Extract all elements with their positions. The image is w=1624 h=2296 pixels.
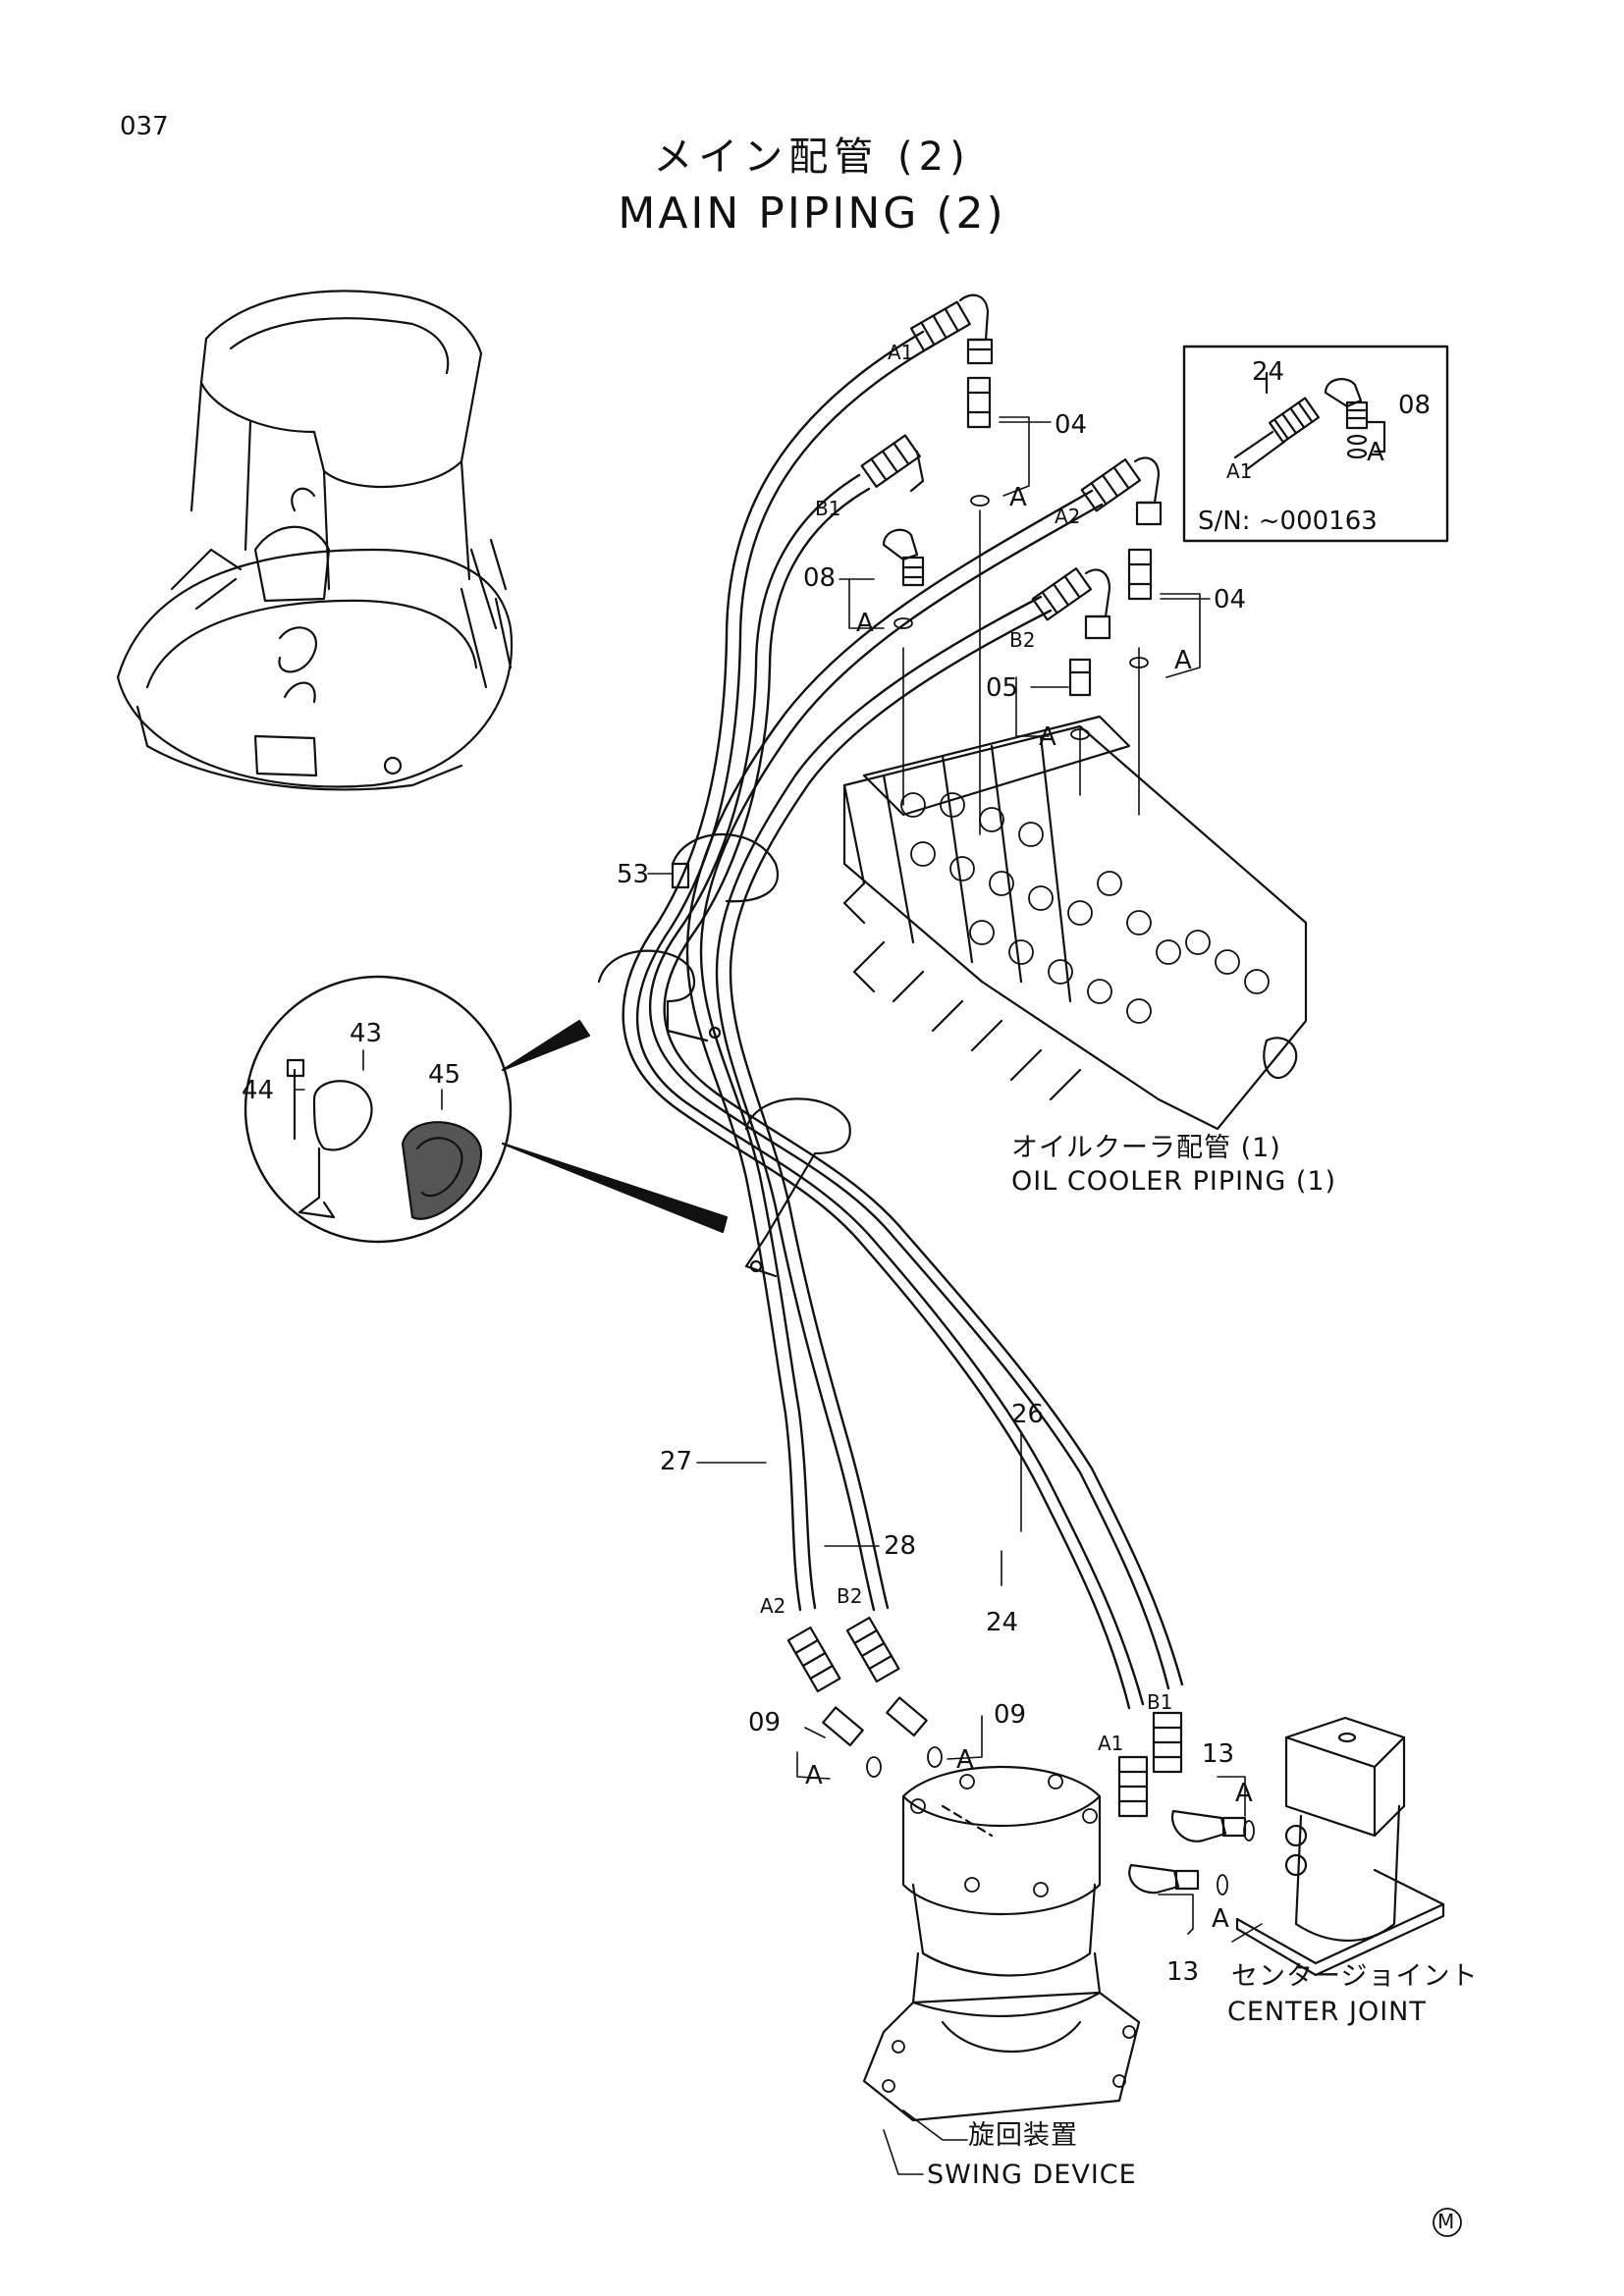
callout-27: 27 xyxy=(660,1447,693,1476)
inset-callout-24: 24 xyxy=(1252,357,1285,387)
control-valve-block xyxy=(842,715,1308,1131)
callout-24: 24 xyxy=(986,1608,1019,1637)
caption-oil-cooler-piping-en: OIL COOLER PIPING (1) xyxy=(1011,1166,1337,1197)
callout-45: 45 xyxy=(428,1060,461,1090)
manufacturer-mark-ring xyxy=(1433,2208,1462,2237)
callout-44: 44 xyxy=(242,1076,275,1105)
oring-mark-a: A xyxy=(1039,722,1056,752)
callout-13: 13 xyxy=(1202,1739,1235,1769)
callout-08: 08 xyxy=(803,563,837,593)
inset-port-a1: A1 xyxy=(1226,459,1253,483)
port-label-a1: A1 xyxy=(1098,1732,1124,1755)
callout-53: 53 xyxy=(617,860,650,889)
port-label-a2: A2 xyxy=(1055,505,1081,528)
page-title-en: MAIN PIPING (2) xyxy=(618,188,1006,239)
clamp-detail-circle xyxy=(244,975,729,1244)
port-label-b2: B2 xyxy=(1009,628,1036,652)
hose-end-fittings xyxy=(786,294,1247,1895)
callout-04: 04 xyxy=(1055,410,1088,440)
port-label-b2: B2 xyxy=(837,1584,863,1608)
leader-lines xyxy=(294,416,1263,2175)
swing-device-motor xyxy=(862,1765,1141,2122)
port-label-a2: A2 xyxy=(760,1594,786,1618)
oring-mark-a: A xyxy=(805,1761,823,1790)
page-number: 037 xyxy=(120,112,169,141)
center-joint-unit xyxy=(1235,1716,1445,1977)
o-rings xyxy=(866,495,1255,1896)
callout-28: 28 xyxy=(884,1531,917,1561)
oring-mark-a: A xyxy=(956,1745,974,1775)
caption-center-joint-en: CENTER JOINT xyxy=(1227,1997,1427,2027)
caption-swing-device-en: SWING DEVICE xyxy=(927,2160,1137,2190)
page-title-ja: メイン配管 (2) xyxy=(653,134,971,180)
callout-05: 05 xyxy=(986,673,1019,703)
callout-43: 43 xyxy=(350,1019,383,1048)
inset-callout-08: 08 xyxy=(1398,391,1432,420)
excavator-overview-illustration xyxy=(116,290,514,791)
callout-09: 09 xyxy=(994,1700,1027,1730)
oring-mark-a: A xyxy=(856,609,874,638)
inset-oring-mark: A xyxy=(1367,438,1384,467)
caption-swing-device-ja: 旋回装置 xyxy=(968,2120,1078,2151)
callout-26: 26 xyxy=(1011,1400,1045,1429)
oring-mark-a: A xyxy=(1174,646,1192,675)
manufacturer-mark: M xyxy=(1437,2210,1455,2233)
callout-04: 04 xyxy=(1214,585,1247,614)
caption-center-joint-ja: センタージョイント xyxy=(1231,1961,1479,1992)
oring-mark-a: A xyxy=(1235,1779,1253,1808)
oring-mark-a: A xyxy=(1009,483,1027,512)
callout-13: 13 xyxy=(1166,1957,1200,1987)
inset-serial-number: S/N: ~000163 xyxy=(1198,507,1378,536)
hose-clamps xyxy=(597,833,851,1278)
callout-09: 09 xyxy=(748,1708,782,1737)
oring-mark-a: A xyxy=(1212,1904,1229,1934)
serial-inset-frame xyxy=(1182,345,1449,543)
port-label-b1: B1 xyxy=(815,497,841,520)
port-label-b1: B1 xyxy=(1147,1690,1173,1714)
port-label-a1: A1 xyxy=(888,341,914,364)
hose-bundle xyxy=(622,330,1184,1710)
caption-oil-cooler-piping-ja: オイルクーラ配管 (1) xyxy=(1011,1133,1281,1163)
